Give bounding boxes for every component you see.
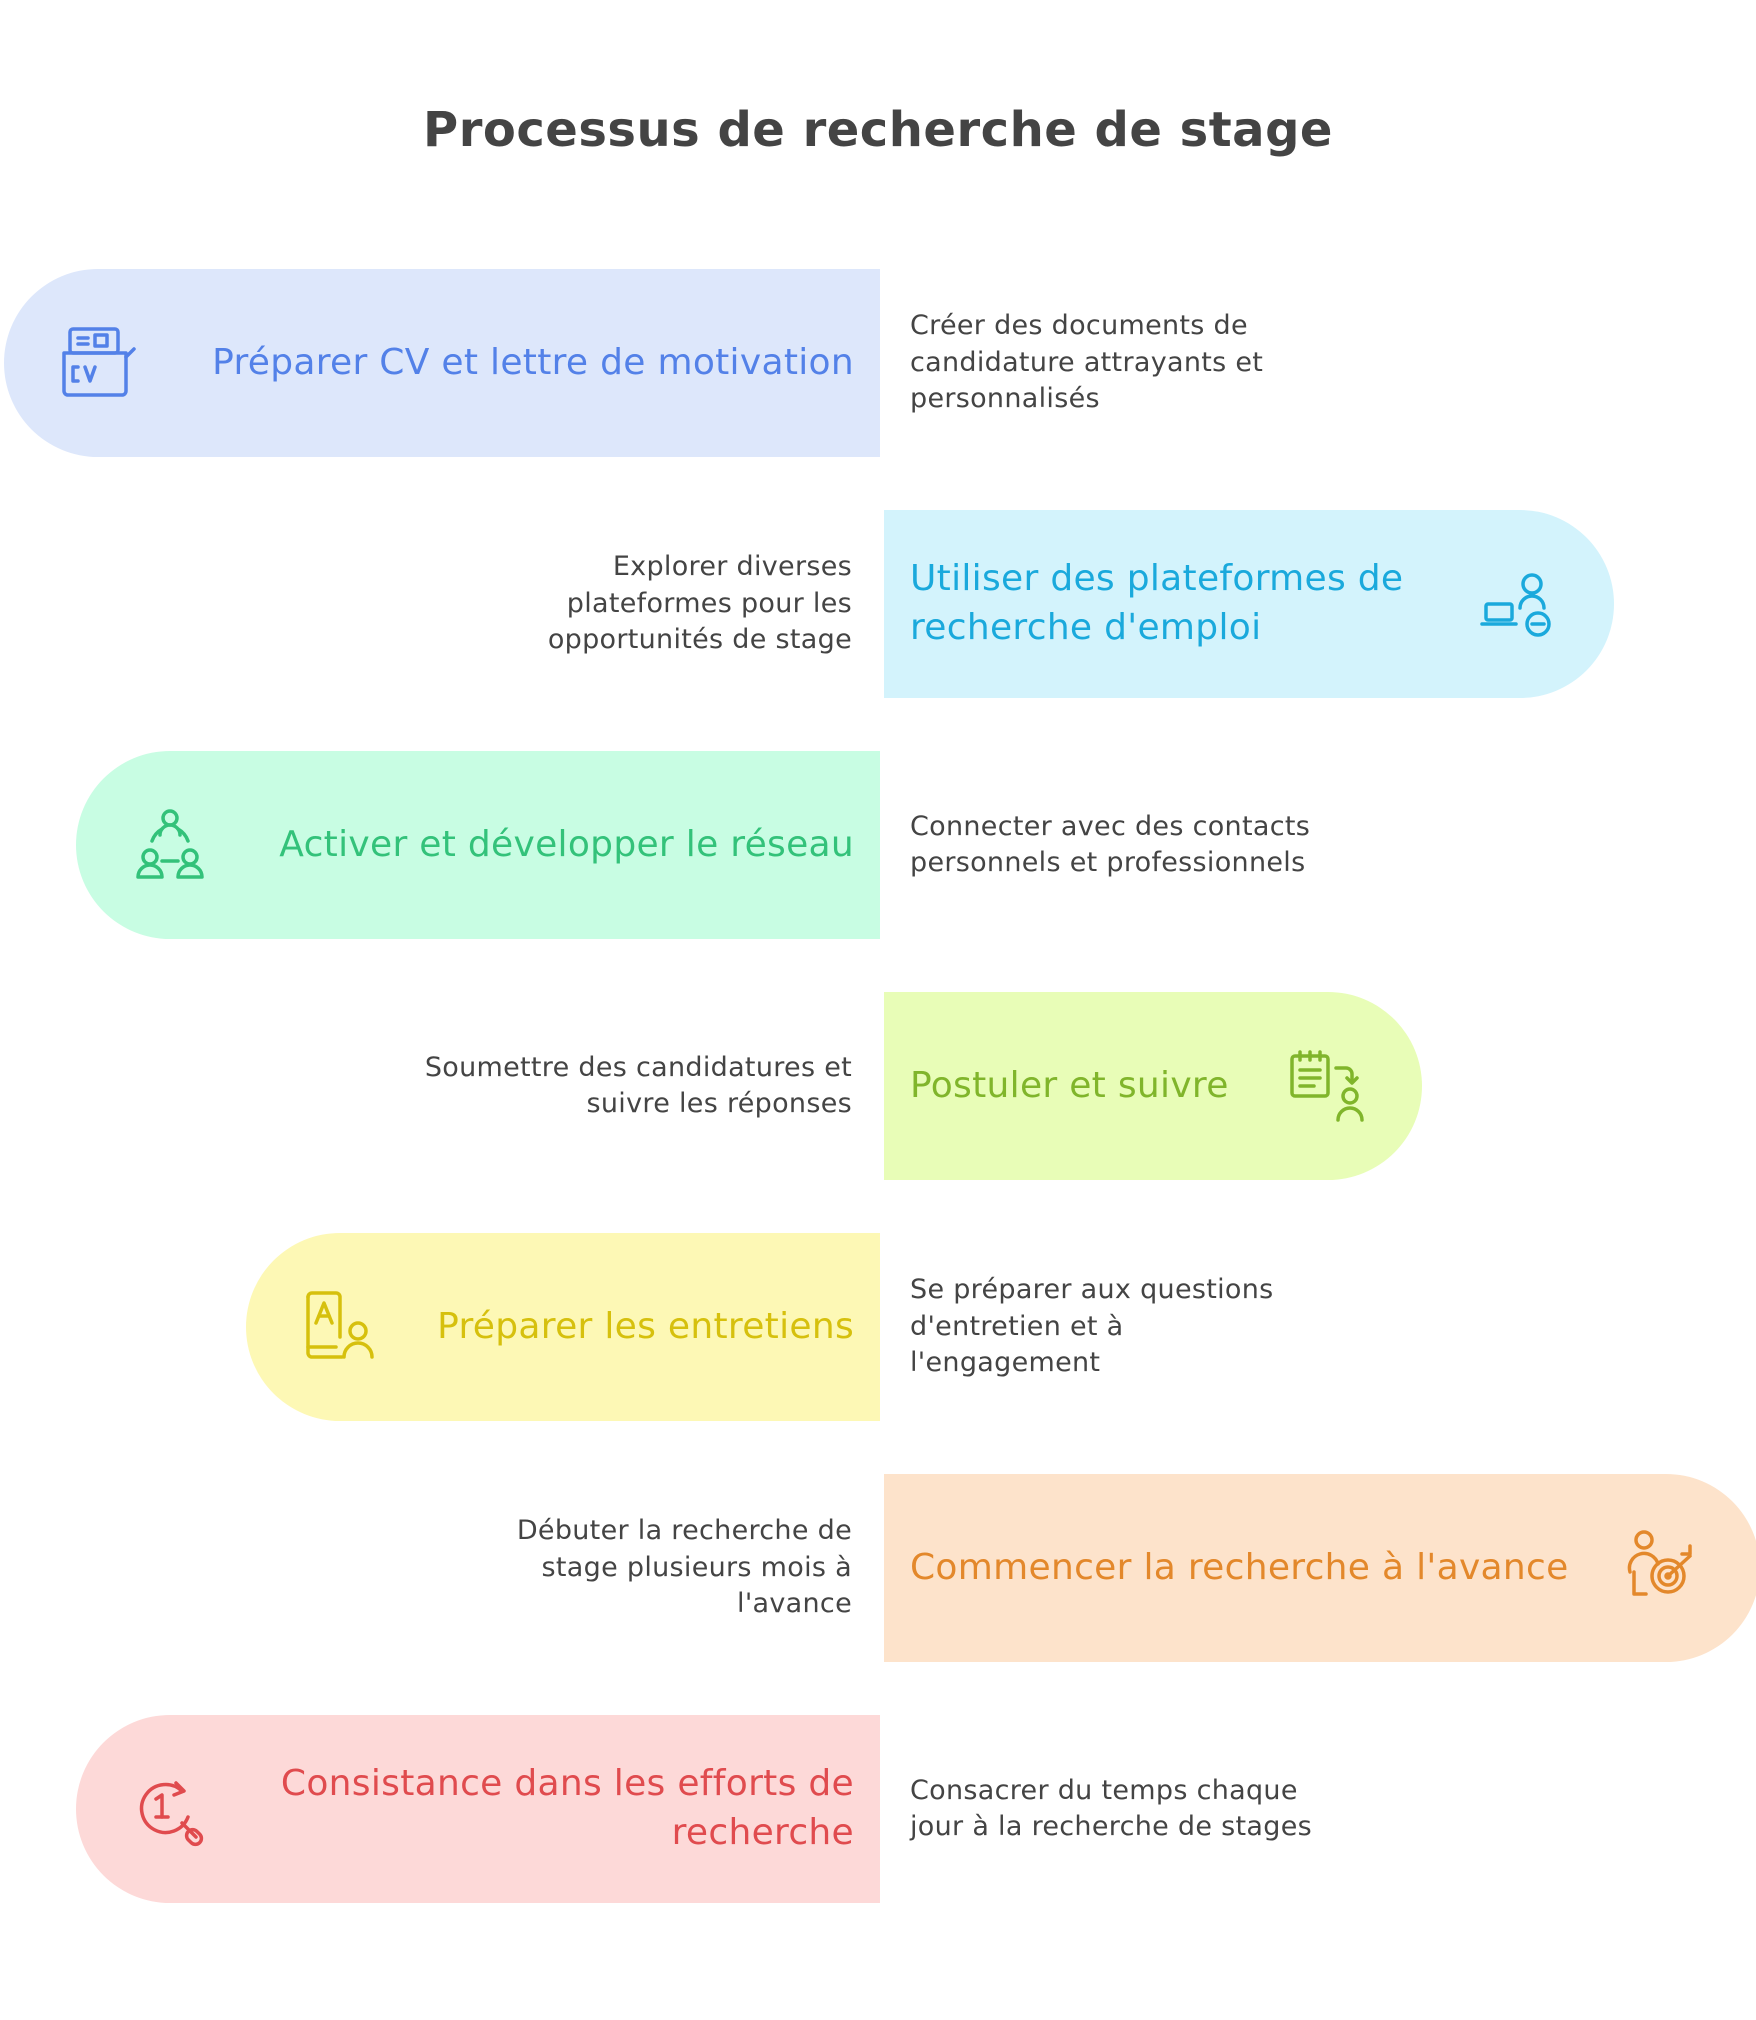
step-3-label: Activer et développer le réseau: [279, 823, 854, 865]
step-2-label: Utiliser des plateformes de recherche d'…: [910, 558, 1404, 648]
step-6-description: Débuter la recherche de stage plusieurs …: [516, 1515, 852, 1620]
apply-track-icon: [1288, 1046, 1368, 1126]
job-search-platform-icon: [1480, 564, 1560, 644]
network-people-icon: [130, 805, 210, 885]
step-7-pill: [76, 1715, 880, 1903]
step-6-label: Commencer la recherche à l'avance: [910, 1546, 1569, 1588]
step-1-description: Créer des documents de candidature attra…: [910, 310, 1264, 415]
daily-search-icon: [130, 1769, 210, 1849]
person-target-icon: [1620, 1528, 1700, 1608]
diagram-title: Processus de recherche de stage: [423, 102, 1333, 158]
interview-prep-icon: [300, 1287, 380, 1367]
step-7-label: Consistance dans les efforts de recherch…: [280, 1763, 854, 1853]
step-2-description: Explorer diverses plateformes pour les o…: [547, 551, 852, 656]
step-5-description: Se préparer aux questions d'entretien et…: [910, 1274, 1274, 1379]
step-6-pill: [884, 1474, 1756, 1662]
step-4-label: Postuler et suivre: [910, 1064, 1229, 1106]
step-4-description: Soumettre des candidatures et suivre les…: [424, 1051, 852, 1119]
step-1-pill: [4, 269, 880, 457]
step-1-label: Préparer CV et lettre de motivation: [212, 341, 854, 383]
step-5-label: Préparer les entretiens: [437, 1305, 854, 1347]
step-3-description: Connecter avec des contacts personnels e…: [910, 810, 1311, 878]
cv-document-icon: [58, 323, 138, 403]
step-7-description: Consacrer du temps chaque jour à la rech…: [910, 1774, 1312, 1842]
step-3-pill: [76, 751, 880, 939]
step-4-pill: [884, 992, 1422, 1180]
